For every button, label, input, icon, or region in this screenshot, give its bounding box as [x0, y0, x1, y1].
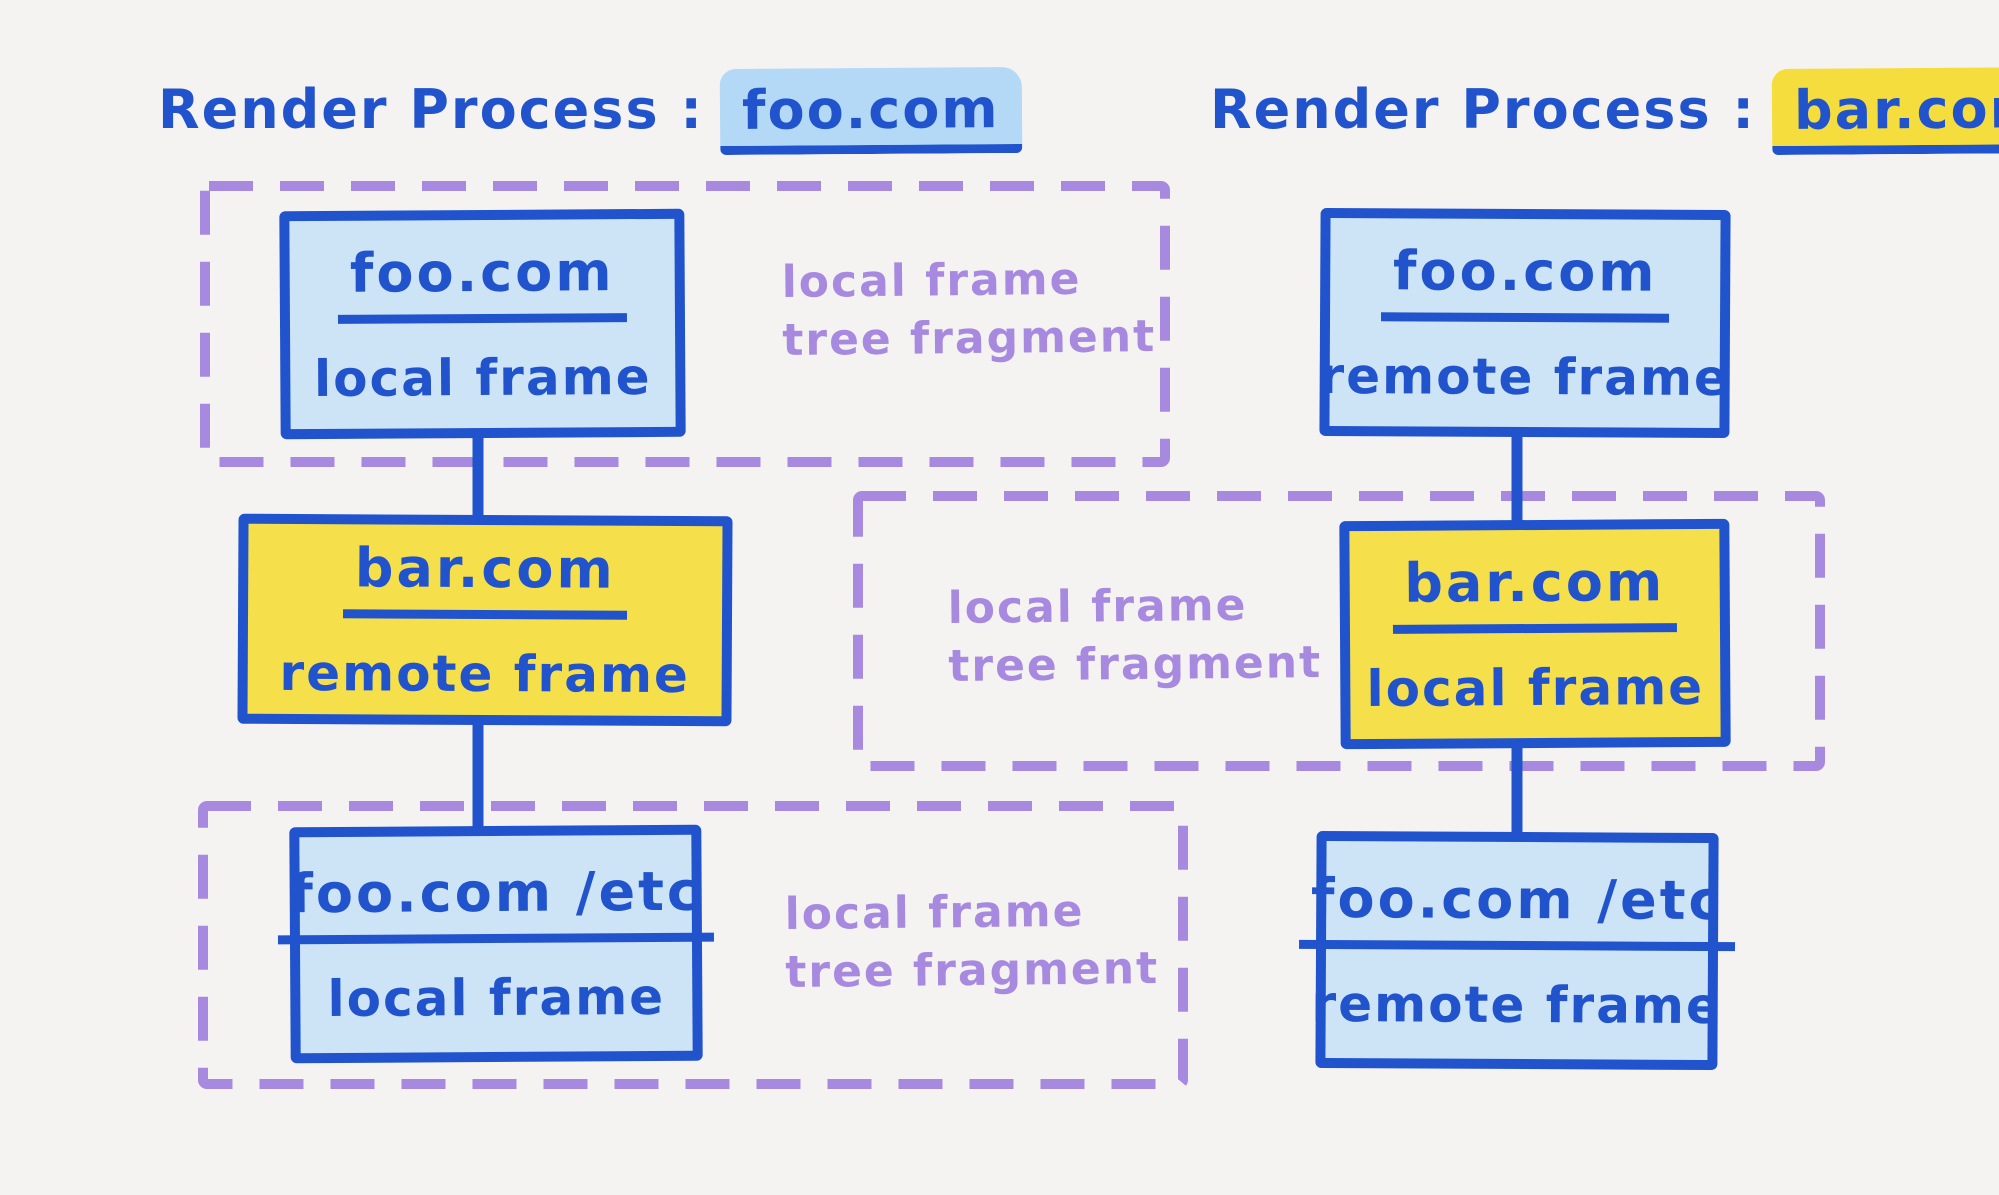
frame-node-bar-remote: bar.com remote frame: [237, 513, 733, 727]
frame-node-fooetc-local: foo.com /etc local frame: [277, 824, 715, 1064]
render-process-title-right: Render Process : bar.com: [1210, 66, 1999, 156]
frame-node-domain: foo.com /etc: [1298, 866, 1736, 951]
frame-node-domain: foo.com: [337, 240, 627, 324]
render-process-title-left: Render Process : foo.com: [158, 66, 1022, 156]
frame-node-domain: foo.com: [1380, 239, 1670, 323]
fragment-label-line2: tree fragment: [782, 311, 1157, 367]
title-domain-bar-highlight: bar.com: [1771, 66, 1999, 156]
fragment-label-line1: local frame: [784, 885, 1085, 940]
fragment-label-line1: local frame: [781, 253, 1082, 308]
title-domain-foo-highlight: foo.com: [719, 66, 1022, 156]
frame-node-foo-remote: foo.com remote frame: [1319, 207, 1731, 439]
title-prefix: Render Process :: [158, 78, 704, 141]
fragment-label-left-top: local frame tree fragment: [781, 250, 1156, 370]
frame-node-type: remote frame: [1311, 974, 1723, 1035]
fragment-label-line2: tree fragment: [948, 637, 1323, 693]
frame-node-type: local frame: [327, 967, 666, 1029]
frame-node-type: remote frame: [1319, 346, 1731, 408]
frame-node-type: remote frame: [279, 643, 691, 705]
fragment-label-line1: local frame: [947, 579, 1248, 634]
fragment-box-left-top: [200, 181, 1170, 467]
fragment-label-left-bottom: local frame tree fragment: [784, 882, 1159, 1002]
frame-node-domain: bar.com: [342, 536, 628, 620]
frame-node-fooetc-remote: foo.com /etc remote frame: [1298, 830, 1736, 1071]
frame-node-type: local frame: [1366, 657, 1705, 719]
frame-node-domain: foo.com /etc: [277, 859, 715, 945]
fragment-label-right-mid: local frame tree fragment: [947, 576, 1322, 696]
title-prefix: Render Process :: [1210, 78, 1756, 141]
frame-node-domain: bar.com: [1392, 550, 1678, 634]
fragment-box-left-bottom: [198, 801, 1188, 1089]
fragment-label-line2: tree fragment: [785, 943, 1160, 999]
frame-node-foo-local: foo.com local frame: [279, 208, 686, 440]
frame-node-type: local frame: [313, 347, 652, 409]
fragment-box-right-mid: [853, 491, 1825, 771]
frame-node-bar-local: bar.com local frame: [1339, 518, 1731, 750]
